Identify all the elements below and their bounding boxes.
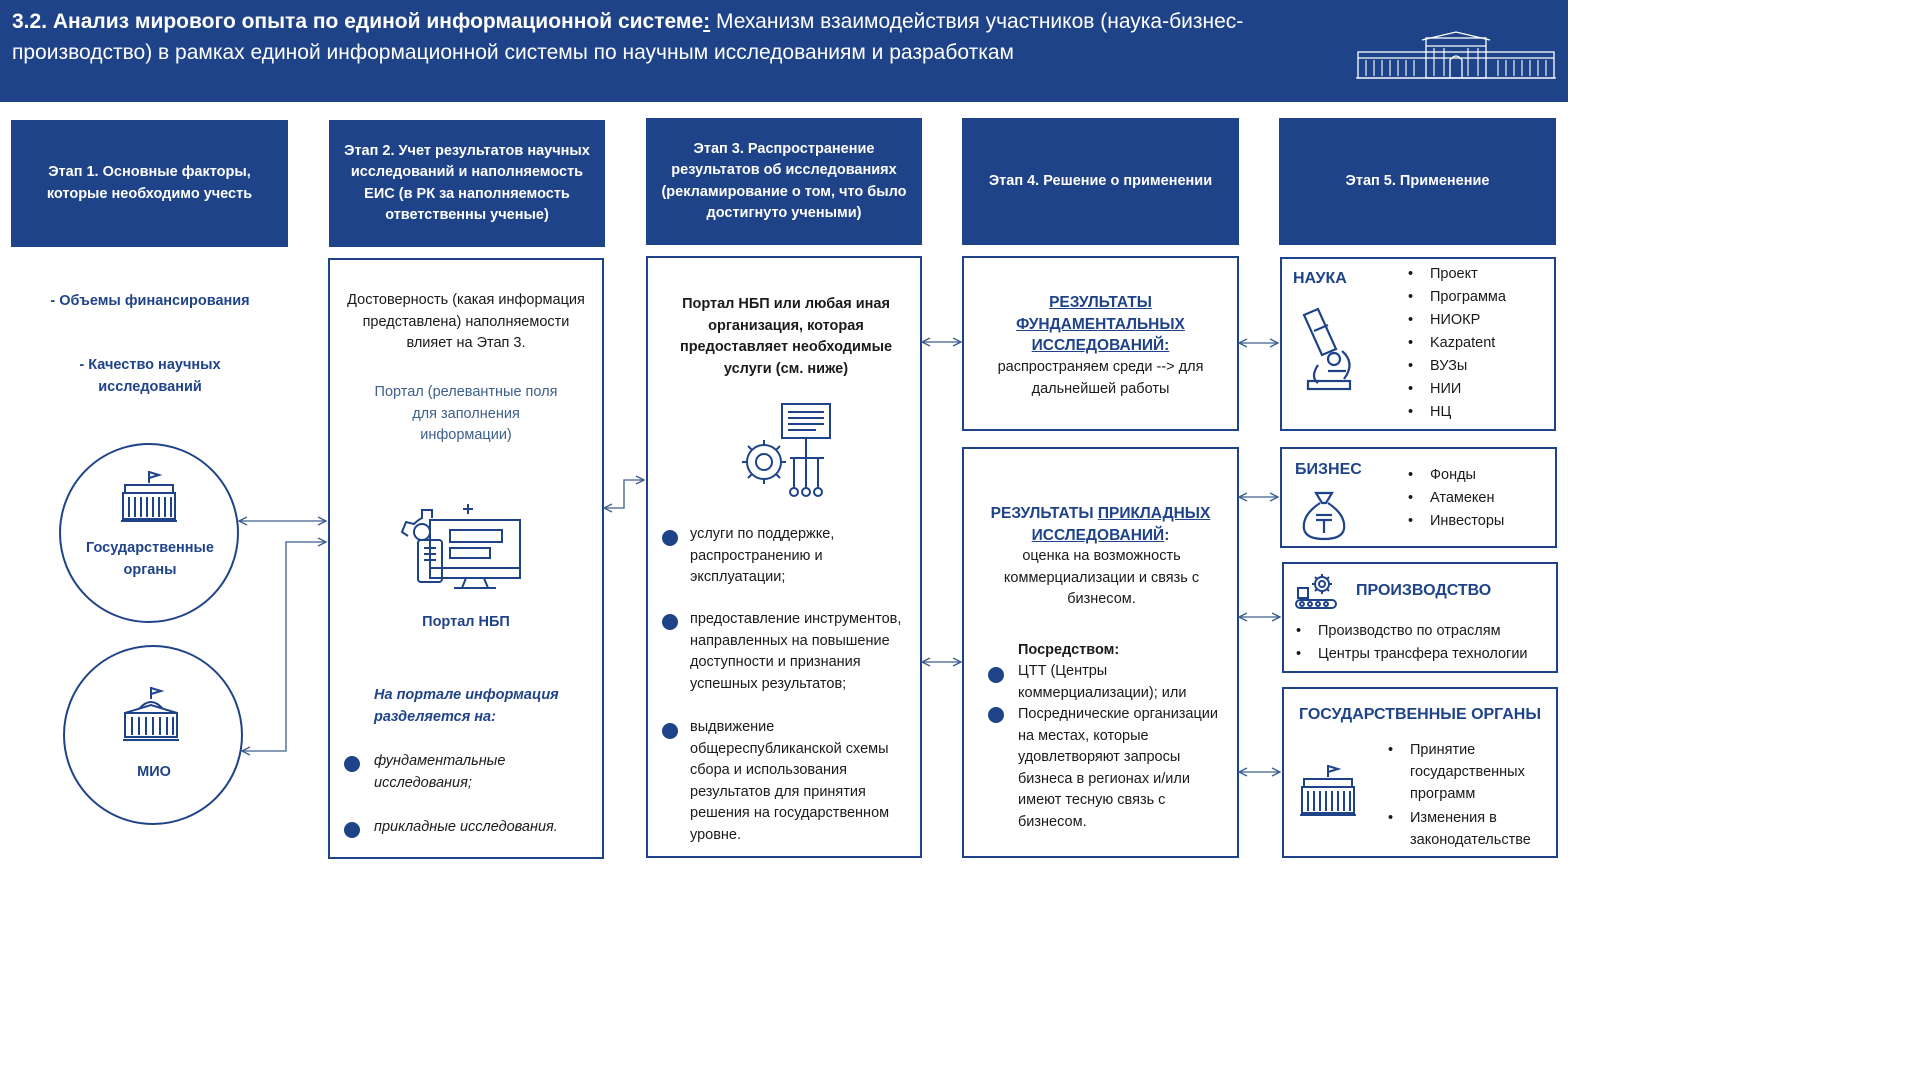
split-item-applied: прикладные исследования. xyxy=(374,819,558,835)
reliability-text: Достоверность (какая информация представ… xyxy=(347,292,585,351)
government-list: Принятие государственных программ Измене… xyxy=(1388,739,1558,851)
connector-arrows xyxy=(0,0,1568,872)
production-list: Производство по отраслям Центры трансфер… xyxy=(1296,620,1558,666)
gov-bodies-circle: Государственные органы xyxy=(59,443,239,623)
list-item: НИОКР xyxy=(1408,309,1556,332)
capitol-building-icon xyxy=(123,687,179,741)
bullet-dot xyxy=(662,723,678,739)
stage-3-box: Портал НБП или любая иная организация, к… xyxy=(646,256,922,858)
split-heading: На портале информация разделяется на: xyxy=(374,687,559,725)
stage-2-box: Достоверность (какая информация представ… xyxy=(328,258,604,859)
bullet-dot xyxy=(344,822,360,838)
list-item: НИИ xyxy=(1408,378,1556,401)
money-bag-icon xyxy=(1302,491,1346,541)
list-item: Изменения в законодательстве xyxy=(1388,807,1558,851)
portal-computer-icon xyxy=(400,504,521,589)
business-list: Фонды Атамекен Инвесторы xyxy=(1408,464,1556,533)
list-item: Центры трансфера технологии xyxy=(1296,643,1558,666)
government-title: ГОСУДАРСТВЕННЫЕ ОРГАНЫ xyxy=(1299,706,1542,723)
service-provider-heading: Портал НБП или любая иная организация, к… xyxy=(679,296,893,377)
business-box: БИЗНЕС Фонды Атамекен Инвесторы xyxy=(1280,447,1557,548)
applied-results-box: РЕЗУЛЬТАТЫ ПРИКЛАДНЫХ ИССЛЕДОВАНИЙ: оцен… xyxy=(962,447,1239,858)
service-tools: предоставление инструментов, направленны… xyxy=(690,611,902,692)
gov-bodies-label: Государственные органы xyxy=(86,540,214,578)
bullet-dot xyxy=(344,756,360,772)
list-item: НЦ xyxy=(1408,401,1556,424)
list-item: Фонды xyxy=(1408,464,1556,487)
via-item-intermediaries: Посреднические организации на местах, ко… xyxy=(1018,706,1219,830)
header-bar: 3.2. Анализ мирового опыта по единой инф… xyxy=(0,0,1568,102)
list-item: Производство по отраслям xyxy=(1296,620,1558,643)
via-heading: Посредством: xyxy=(1018,642,1120,658)
mio-label: МИО xyxy=(137,764,171,780)
conveyor-gear-icon xyxy=(1295,574,1337,609)
gear-network-icon xyxy=(742,403,831,497)
arrow-mio-to-stage2 xyxy=(242,542,326,751)
mio-circle: МИО xyxy=(63,645,243,825)
applied-text: оценка на возможность коммерциализации и… xyxy=(1003,548,1200,607)
title-bold: 3.2. Анализ мирового опыта по единой инф… xyxy=(12,10,704,33)
service-support: услуги по поддержке, распространению и э… xyxy=(690,526,835,585)
stage-1-header: Этап 1. Основные факторы, которые необхо… xyxy=(11,120,288,247)
via-item-ctt: ЦТТ (Центры коммерциализации); или xyxy=(1018,663,1187,701)
portal-name: Портал НБП xyxy=(422,614,510,630)
production-box: ПРОИЗВОДСТВО Производство по отраслям Це… xyxy=(1282,562,1558,673)
arrow-stage2-to-stage3 xyxy=(604,480,644,508)
list-item: ВУЗы xyxy=(1408,355,1556,378)
stage-3-header: Этап 3. Распространение результатов об и… xyxy=(646,118,922,245)
stage-5-label: Этап 5. Применение xyxy=(1345,172,1490,189)
stage-5-header: Этап 5. Применение xyxy=(1279,118,1556,245)
bullet-dot xyxy=(662,614,678,630)
title-colon: : xyxy=(703,10,711,33)
government-building-icon xyxy=(121,471,177,522)
production-title: ПРОИЗВОДСТВО xyxy=(1356,582,1492,599)
list-item: Инвесторы xyxy=(1408,510,1556,533)
bullet-dot xyxy=(662,530,678,546)
list-item: Атамекен xyxy=(1408,487,1556,510)
title-rest: Механизм взаимодействия участников (наук… xyxy=(12,10,1244,64)
stage-2-header: Этап 2. Учет результатов научных исследо… xyxy=(329,120,605,247)
business-title: БИЗНЕС xyxy=(1295,461,1362,478)
list-item: Проект xyxy=(1408,263,1556,286)
university-building-logo-icon xyxy=(1356,31,1556,79)
stage-4-header: Этап 4. Решение о применении xyxy=(962,118,1239,245)
list-item: Kazpatent xyxy=(1408,332,1556,355)
stage-4-label: Этап 4. Решение о применении xyxy=(988,172,1213,189)
factor-funding: - Объемы финансирования xyxy=(50,293,250,309)
science-box: НАУКА Проект Программа НИОКР Kazpatent В… xyxy=(1280,257,1556,431)
stage-3-label: Этап 3. Распространение результатов об и… xyxy=(661,140,907,222)
service-scheme: выдвижение общереспубликанской схемы сбо… xyxy=(690,719,890,843)
list-item: Программа xyxy=(1408,286,1556,309)
list-item: Принятие государственных программ xyxy=(1388,739,1558,805)
government-building-icon xyxy=(1300,765,1356,816)
page-title: 3.2. Анализ мирового опыта по единой инф… xyxy=(12,6,1332,68)
portal-fields-text: Портал (релевантные поля для заполнения … xyxy=(374,384,558,443)
microscope-icon xyxy=(1302,307,1352,391)
split-item-fundamental: фундаментальные исследования; xyxy=(374,753,506,791)
stage-1-label: Этап 1. Основные факторы, которые необхо… xyxy=(46,164,253,202)
science-list: Проект Программа НИОКР Kazpatent ВУЗы НИ… xyxy=(1408,263,1556,424)
factor-quality: - Качество научных исследований xyxy=(79,357,221,395)
bullet-dot xyxy=(988,667,1004,683)
science-title: НАУКА xyxy=(1293,270,1347,287)
stage-2-label: Этап 2. Учет результатов научных исследо… xyxy=(344,142,590,224)
bullet-dot xyxy=(988,707,1004,723)
government-box: ГОСУДАРСТВЕННЫЕ ОРГАНЫ Принятие государс… xyxy=(1282,687,1558,858)
fundamental-text: распространяем среди --> для дальнейшей … xyxy=(997,359,1204,397)
fundamental-results-box: РЕЗУЛЬТАТЫ ФУНДАМЕНТАЛЬНЫХ ИССЛЕДОВАНИЙ:… xyxy=(962,256,1239,431)
applied-title: РЕЗУЛЬТАТЫ ПРИКЛАДНЫХ ИССЛЕДОВАНИЙ: xyxy=(990,505,1211,544)
fundamental-title: РЕЗУЛЬТАТЫ ФУНДАМЕНТАЛЬНЫХ ИССЛЕДОВАНИЙ: xyxy=(1016,294,1185,354)
